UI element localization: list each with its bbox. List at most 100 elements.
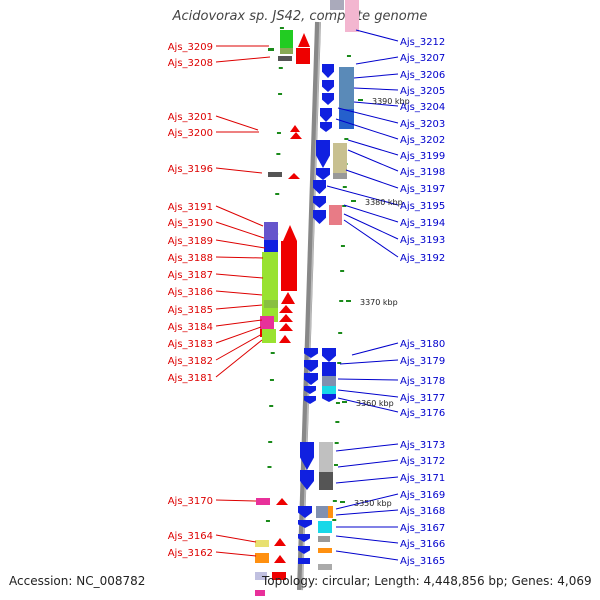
tick-mark — [268, 441, 273, 443]
gene-box — [278, 56, 292, 61]
leader-line-right — [347, 139, 399, 156]
gene-box — [264, 240, 278, 252]
gene-box — [328, 506, 333, 518]
gene-label-left: Ajs_3184 — [168, 322, 213, 333]
gene-label-right: Ajs_3206 — [400, 70, 445, 81]
gene-arrow-down — [304, 360, 318, 372]
gene-arrow-down — [298, 520, 312, 528]
tick-mark — [342, 205, 347, 207]
gene-box — [255, 553, 269, 563]
tick-mark — [270, 352, 275, 354]
gene-arrow-up — [274, 555, 286, 563]
gene-label-right: Ajs_3168 — [400, 506, 445, 517]
gene-arrow-down — [316, 140, 330, 168]
gene-arrow-down — [313, 196, 326, 208]
leader-line-right — [343, 219, 399, 258]
gene-label-right: Ajs_3176 — [400, 408, 445, 419]
gene-label-left: Ajs_3190 — [168, 218, 213, 229]
gene-label-right: Ajs_3197 — [400, 184, 445, 195]
gene-label-right: Ajs_3203 — [400, 119, 445, 130]
kbp-label: 3390 kbp — [372, 97, 410, 106]
gene-box — [255, 590, 265, 596]
gene-label-right: Ajs_3198 — [400, 167, 445, 178]
tick-mark — [265, 520, 270, 522]
gene-label-right: Ajs_3173 — [400, 440, 445, 451]
gene-label-right: Ajs_3179 — [400, 356, 445, 367]
gene-label-left: Ajs_3201 — [168, 112, 213, 123]
tick-mark — [332, 500, 337, 502]
leader-line-right — [335, 443, 399, 452]
gene-label-right: Ajs_3194 — [400, 218, 445, 229]
gene-arrow-down — [322, 93, 334, 105]
leader-line-left — [215, 273, 264, 279]
gene-arrow-down — [298, 534, 310, 542]
gene-label-right: Ajs_3193 — [400, 235, 445, 246]
gene-arrow-down — [300, 470, 314, 490]
gene-arrow-down — [320, 108, 332, 122]
gene-arrow-down — [298, 506, 312, 518]
gene-box — [268, 48, 274, 51]
leader-line-left — [215, 167, 263, 174]
gene-label-right: Ajs_3202 — [400, 135, 445, 146]
tick-mark — [276, 132, 281, 134]
gene-box — [256, 498, 270, 505]
gene-arrow-down — [322, 394, 336, 402]
leader-line-left — [215, 551, 257, 557]
leader-line-left — [215, 239, 266, 249]
gene-label-left: Ajs_3170 — [168, 496, 213, 507]
kbp-tick — [340, 501, 345, 503]
gene-arrow-down — [298, 546, 310, 554]
gene-box — [322, 376, 336, 386]
gene-arrow-down — [316, 168, 330, 180]
tick-mark — [269, 379, 274, 381]
topology-label: Topology: circular; Length: 4,448,856 bp… — [262, 574, 592, 588]
gene-label-right: Ajs_3166 — [400, 539, 445, 550]
leader-line-left — [215, 534, 257, 543]
gene-arrow-down — [322, 348, 336, 362]
gene-box — [319, 472, 333, 490]
leader-line-left — [215, 56, 271, 63]
kbp-tick — [358, 99, 363, 101]
gene-label-left: Ajs_3186 — [168, 287, 213, 298]
tick-mark — [342, 186, 347, 188]
kbp-tick — [342, 401, 347, 403]
leader-line-right — [335, 493, 399, 510]
gene-arrow-up — [279, 335, 291, 343]
leader-line-right — [351, 342, 399, 356]
gene-box — [296, 48, 310, 64]
gene-label-left: Ajs_3185 — [168, 305, 213, 316]
leader-line-left — [215, 499, 257, 502]
genome-backbone — [297, 21, 321, 591]
gene-label-right: Ajs_3167 — [400, 523, 445, 534]
gene-box — [281, 241, 297, 291]
gene-box — [322, 386, 336, 394]
tick-mark — [340, 245, 345, 247]
leader-line-right — [345, 169, 399, 189]
gene-label-left: Ajs_3187 — [168, 270, 213, 281]
gene-box — [255, 572, 267, 580]
leader-line-right — [337, 378, 399, 381]
gene-arrow-up — [274, 538, 286, 546]
gene-arrow-down — [322, 80, 334, 92]
leader-line-right — [355, 56, 399, 65]
gene-box — [316, 506, 328, 518]
gene-box — [318, 536, 330, 542]
gene-label-left: Ajs_3181 — [168, 373, 213, 384]
gene-box — [330, 0, 344, 10]
gene-label-left: Ajs_3208 — [168, 58, 213, 69]
gene-box — [329, 205, 342, 225]
tick-mark — [276, 153, 281, 155]
tick-mark — [346, 55, 351, 57]
gene-arrow-down — [304, 386, 316, 394]
gene-box — [339, 109, 354, 129]
gene-box — [318, 521, 332, 533]
gene-label-left: Ajs_3209 — [168, 42, 213, 53]
leader-line-left — [215, 290, 263, 296]
gene-arrow-up — [288, 173, 300, 179]
gene-arrow-up — [276, 498, 288, 505]
leader-line-left — [215, 333, 263, 361]
gene-arrow-down — [322, 64, 334, 78]
gene-arrow-down — [304, 373, 318, 385]
